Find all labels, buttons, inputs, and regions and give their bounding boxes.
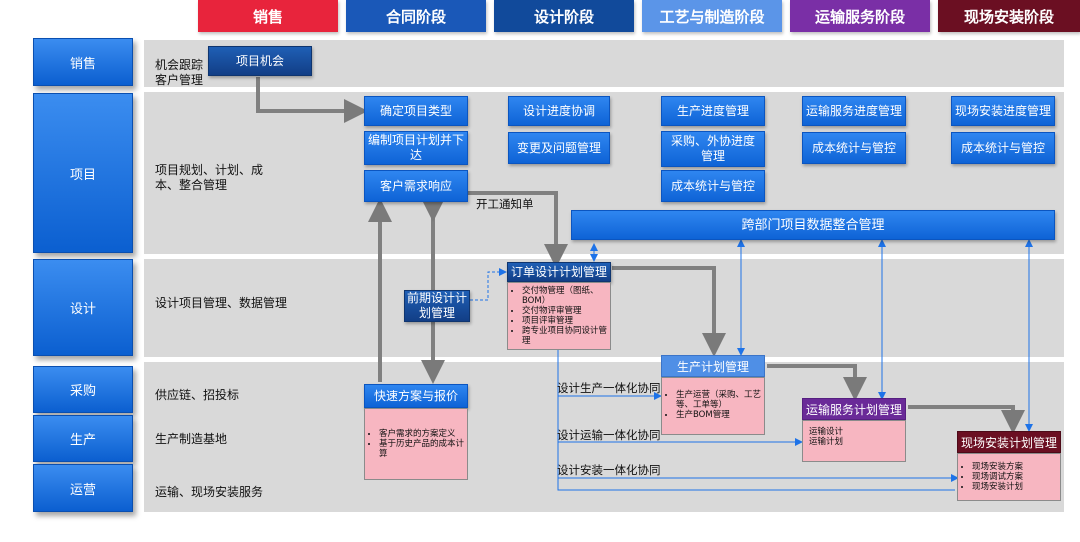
design-progress-box[interactable]: 设计进度协调 <box>508 96 610 126</box>
stage-design: 设计阶段 <box>494 0 634 32</box>
quick-quote-list: 客户需求的方案定义 基于历史产品的成本计算 <box>364 408 468 480</box>
stage-sales: 销售 <box>198 0 338 32</box>
cost-mfg-box[interactable]: 成本统计与管控 <box>661 170 765 202</box>
stage-transport: 运输服务阶段 <box>790 0 930 32</box>
design-production-collab-note: 设计生产一体化协同 <box>557 381 661 395</box>
install-plan-title[interactable]: 现场安装计划管理 <box>957 431 1061 453</box>
row-label-procurement: 采购 <box>33 366 133 413</box>
arrow-transport-to-install-plan <box>908 405 1025 434</box>
row-desc-operations: 运输、现场安装服务 <box>155 485 264 499</box>
stage-onsite-install: 现场安装阶段 <box>938 0 1080 32</box>
install-plan-list: 现场安装方案 现场调试方案 现场安装计划 <box>957 453 1061 501</box>
production-progress-box[interactable]: 生产进度管理 <box>661 96 765 126</box>
stage-process-manufacturing: 工艺与制造阶段 <box>642 0 782 32</box>
plan-item: 生产BOM管理 <box>676 410 761 420</box>
transport-plan-title[interactable]: 运输服务计划管理 <box>802 398 906 420</box>
plan-item: 跨专业项目协同设计管理 <box>522 326 607 346</box>
procure-progress-box[interactable]: 采购、外协进度管理 <box>661 131 765 167</box>
row-label-production: 生产 <box>33 415 133 462</box>
plan-item: 现场安装方案 <box>972 462 1057 472</box>
row-desc-production: 生产制造基地 <box>155 432 228 446</box>
arrow-production-to-transport-plan <box>767 364 867 401</box>
pre-design-box[interactable]: 前期设计计划管理 <box>404 290 470 322</box>
change-issue-box[interactable]: 变更及问题管理 <box>508 132 610 164</box>
row-label-design: 设计 <box>33 259 133 356</box>
arrow-response-to-order-design <box>453 191 568 268</box>
transport-plan-list: 运输设计 运输计划 <box>802 420 906 462</box>
plan-item: 项目评审管理 <box>522 316 607 326</box>
link-predesign-orderdesign <box>470 268 507 301</box>
plan-item: 现场安装计划 <box>972 482 1057 492</box>
compile-plan-box[interactable]: 编制项目计划并下达 <box>364 131 468 165</box>
plan-item: 运输计划 <box>809 437 844 447</box>
plan-item: 生产运营（采购、工艺等、工单等） <box>676 390 761 410</box>
arrow-order-design-to-production-plan <box>612 266 726 357</box>
install-progress-box[interactable]: 现场安装进度管理 <box>951 96 1055 126</box>
cost-install-box[interactable]: 成本统计与管控 <box>951 132 1055 164</box>
row-label-operations: 运营 <box>33 464 133 512</box>
stage-contract: 合同阶段 <box>346 0 486 32</box>
production-plan-list: 生产运营（采购、工艺等、工单等） 生产BOM管理 <box>661 377 765 435</box>
row-bg-ops <box>144 362 1064 512</box>
production-plan-title[interactable]: 生产计划管理 <box>661 355 765 377</box>
transport-progress-box[interactable]: 运输服务进度管理 <box>802 96 906 126</box>
cost-transport-box[interactable]: 成本统计与管控 <box>802 132 906 164</box>
design-transport-collab-note: 设计运输一体化协同 <box>557 428 661 442</box>
plan-item: 交付物管理（图纸、BOM） <box>522 286 607 306</box>
link-design-production-collab <box>557 350 955 491</box>
project-type-box[interactable]: 确定项目类型 <box>364 96 468 126</box>
design-install-collab-note: 设计安装一体化协同 <box>557 463 661 477</box>
plan-item: 基于历史产品的成本计算 <box>379 439 464 459</box>
row-desc-procurement: 供应链、招投标 <box>155 388 240 402</box>
row-label-sales: 销售 <box>33 38 133 86</box>
order-design-plan-list: 交付物管理（图纸、BOM） 交付物评审管理 项目评审管理 跨专业项目协同设计管理 <box>507 282 611 350</box>
cross-dept-box[interactable]: 跨部门项目数据整合管理 <box>571 210 1055 240</box>
work-order-note: 开工通知单 <box>476 197 534 211</box>
row-label-project: 项目 <box>33 93 133 253</box>
plan-item: 现场调试方案 <box>972 472 1057 482</box>
quick-quote-box[interactable]: 快速方案与报价 <box>364 384 468 408</box>
customer-response-box[interactable]: 客户需求响应 <box>364 170 468 202</box>
opportunity-box[interactable]: 项目机会 <box>208 46 312 76</box>
plan-item: 交付物评审管理 <box>522 306 607 316</box>
order-design-plan-title[interactable]: 订单设计计划管理 <box>507 262 611 282</box>
plan-item: 客户需求的方案定义 <box>379 429 464 439</box>
row-desc-design: 设计项目管理、数据管理 <box>155 296 288 310</box>
plan-item: 运输设计 <box>809 427 844 437</box>
row-desc-project: 项目规划、计划、成 本、整合管理 <box>155 163 264 192</box>
arrow-opportunity-to-project-type <box>256 77 368 123</box>
row-desc-sales: 机会跟踪 客户管理 <box>155 58 204 87</box>
